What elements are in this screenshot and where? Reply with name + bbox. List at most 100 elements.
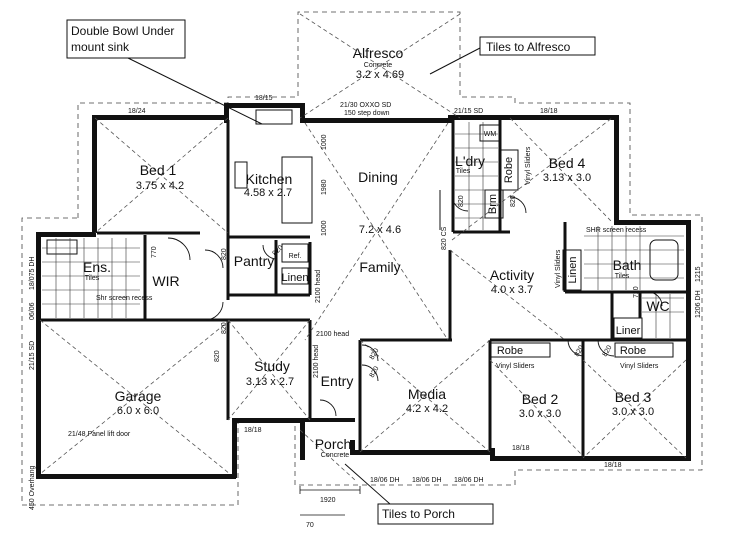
room-alfresco-size: 3.2 x 4.69 (356, 69, 404, 81)
callout-alfresco-tiles: Tiles to Alfresco (429, 36, 596, 75)
room-bath-name: Bath (613, 257, 642, 273)
note-820-i: 820 (574, 344, 586, 358)
note-820-h: 820 (369, 365, 381, 379)
note-820-a: 820 (221, 248, 228, 260)
room-study-name: Study (254, 358, 290, 374)
room-porch-name: Porch (315, 436, 352, 452)
note-820-f: 820 (271, 244, 284, 257)
room-kitchen-name: Kitchen (246, 171, 293, 187)
note-2100-head-b: 2100 head (316, 331, 349, 338)
callout-sink-line1: Double Bowl Under (71, 24, 174, 38)
note-bot-18-18a: 18/18 (244, 427, 262, 434)
note-vinyl-activity: Vinyl Sliders (555, 249, 562, 288)
note-bot-18-18c: 18/18 (604, 462, 622, 469)
note-dim-70: 70 (306, 522, 314, 529)
room-labels: Alfresco Concrete 3.2 x 4.69 Bed 1 3.75 … (83, 45, 670, 459)
room-bed3-name: Bed 3 (615, 389, 652, 405)
door-swings (167, 194, 663, 417)
room-linen1: Linen (282, 272, 309, 284)
room-bed4-size: 3.13 x 3.0 (543, 172, 591, 184)
room-linen2: Linen (567, 257, 579, 284)
room-activity-name: Activity (490, 267, 534, 283)
note-820-g: 820 (369, 347, 381, 361)
room-porch-sub: Concrete (321, 452, 350, 459)
note-left-0606: 06/06 (29, 302, 36, 320)
room-bed3-size: 3.0 x 3.0 (612, 406, 654, 418)
note-bot-dh2: 18/06 DH (412, 477, 442, 484)
note-820-j: 820 (602, 344, 614, 358)
room-media-size: 4.2 x 4.2 (406, 403, 448, 415)
plan-notes: 18/24 18/15 21/30 OXXO SD 150 step down … (29, 95, 702, 529)
room-wir: WIR (152, 273, 179, 289)
room-bed4-name: Bed 4 (549, 155, 586, 171)
porch-steps (299, 486, 361, 516)
room-dining-size: 7.2 x 4.6 (359, 224, 401, 236)
note-bot-dh3: 18/06 DH (454, 477, 484, 484)
note-right-1215: 1215 (695, 266, 702, 282)
note-top-21-15: 21/15 SD (454, 108, 483, 115)
room-ens-name: Ens. (83, 259, 111, 275)
note-820-c: 820 (214, 350, 221, 362)
room-bed2-name: Bed 2 (522, 391, 559, 407)
room-garage-size: 6.0 x 6.0 (117, 405, 159, 417)
room-liner: Liner (616, 325, 641, 337)
room-ref: Ref. (289, 253, 302, 260)
room-ens-sub: Tiles (85, 275, 100, 282)
room-garage-name: Garage (115, 388, 162, 404)
note-left-21-15: 21/15 SD (29, 341, 36, 370)
note-right-1206: 1206 DH (695, 290, 702, 318)
room-bed2-size: 3.0 x 3.0 (519, 408, 561, 420)
room-pantry: Pantry (234, 253, 274, 269)
note-820-d: 820 (458, 195, 465, 207)
room-robe-bed3: Robe (620, 345, 646, 357)
outer-walls (36, 103, 691, 479)
room-activity-size: 4.0 x 3.7 (491, 284, 533, 296)
room-bed1-size: 3.75 x 4.2 (136, 180, 184, 192)
note-1980: 1980 (321, 179, 328, 195)
note-left-450: 450 Overhang (29, 466, 36, 510)
callout-alfresco-tiles-text: Tiles to Alfresco (486, 40, 571, 54)
callout-sink-line2: mount sink (71, 40, 130, 54)
room-alfresco-name: Alfresco (353, 45, 404, 61)
room-ldry-name: L'dry (455, 153, 485, 169)
room-alfresco-sub: Concrete (364, 62, 393, 69)
room-robe-bed2: Robe (497, 345, 523, 357)
note-vinyl-bed4: Vinyl Sliders (525, 146, 532, 185)
note-panel-door: 21/48 Panel lift door (68, 431, 131, 438)
room-entry: Entry (321, 373, 354, 389)
room-ldry-sub: Tiles (456, 168, 471, 175)
roof-outline (21, 11, 703, 506)
note-2100-head-c: 2100 head (313, 345, 320, 378)
room-wc: WC (646, 298, 669, 314)
note-2100-head-a: 2100 head (315, 270, 322, 303)
note-820-e: 820 (510, 195, 517, 207)
room-dining-name: Dining (358, 169, 398, 185)
note-left-18-075: 18/075 DH (29, 257, 36, 290)
note-top-18-24: 18/24 (128, 108, 146, 115)
callout-sink: Double Bowl Under mount sink (66, 19, 263, 125)
interior-walls (40, 120, 686, 458)
fixtures (46, 109, 679, 358)
note-bot-dh1: 18/06 DH (370, 477, 400, 484)
note-top-18-15: 18/15 (255, 95, 273, 102)
room-study-size: 3.13 x 2.7 (246, 376, 294, 388)
callout-porch-tiles: Tiles to Porch (344, 463, 494, 525)
note-vinyl-bed2: Vinyl Sliders (496, 363, 535, 370)
note-shr-ens: Shr screen recess (96, 295, 153, 302)
room-robe-bed4: Robe (503, 157, 515, 183)
note-dim-1920: 1920 (320, 497, 336, 504)
room-bed1-name: Bed 1 (140, 162, 177, 178)
hip-lines (39, 13, 687, 481)
room-brm: Brm (487, 194, 499, 214)
note-top-18-18: 18/18 (540, 108, 558, 115)
note-step-down: 150 step down (344, 110, 390, 117)
room-wm: WM (484, 131, 497, 138)
note-bot-18-18b: 18/18 (512, 445, 530, 452)
note-vinyl-bed3: Vinyl Sliders (620, 363, 659, 370)
callout-porch-tiles-text: Tiles to Porch (382, 507, 455, 521)
note-820-cs: 820 CS (441, 226, 448, 250)
room-kitchen-size: 4.58 x 2.7 (244, 187, 292, 199)
note-820-b: 820 (221, 322, 228, 334)
note-1000a: 1000 (321, 134, 328, 150)
